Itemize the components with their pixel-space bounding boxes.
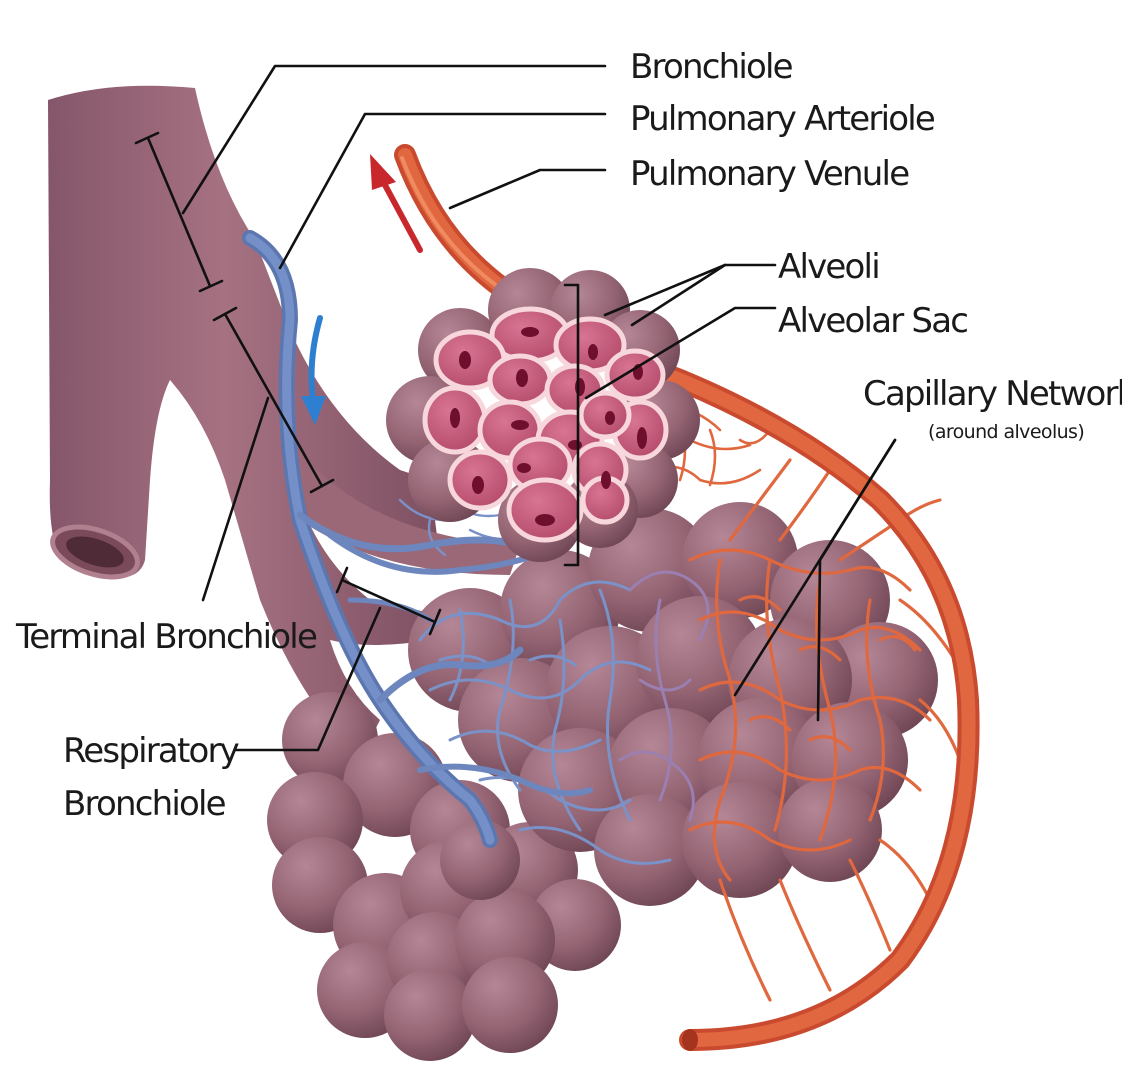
text-labels: Bronchiole Pulmonary Arteriole Pulmonary… <box>15 47 1122 824</box>
alveolar-sac-bracket <box>563 283 580 567</box>
label-capillary-network-note: (around alveolus) <box>928 421 1084 443</box>
label-respiratory-bronchiole-line2: Bronchiole <box>63 784 226 824</box>
bronchiole-bracket <box>134 131 224 293</box>
label-alveolar-sac: Alveolar Sac <box>778 301 967 341</box>
blood-flow-arrows <box>301 154 423 425</box>
arrow-up-icon <box>382 182 423 253</box>
pulmonary-arteriole-vessel <box>242 230 593 848</box>
label-terminal-bronchiole: Terminal Bronchiole <box>15 617 317 657</box>
capillary-network <box>418 458 962 1002</box>
alveoli-cluster-right <box>408 502 938 906</box>
alveolar-sac-cells <box>422 306 669 543</box>
label-capillary-network: Capillary Network <box>863 374 1122 414</box>
cell-nuclei <box>450 327 647 526</box>
label-respiratory-bronchiole-line1: Respiratory <box>63 731 240 771</box>
arrow-down-icon <box>308 315 323 403</box>
terminal-bronchiole-bracket <box>212 306 335 494</box>
label-pulmonary-arteriole: Pulmonary Arteriole <box>630 99 935 139</box>
leader-lines <box>181 64 897 752</box>
respiratory-bronchiole-bracket <box>335 566 442 636</box>
label-bronchiole: Bronchiole <box>630 47 793 87</box>
label-pulmonary-venule: Pulmonary Venule <box>630 154 909 194</box>
label-alveoli: Alveoli <box>778 247 879 287</box>
